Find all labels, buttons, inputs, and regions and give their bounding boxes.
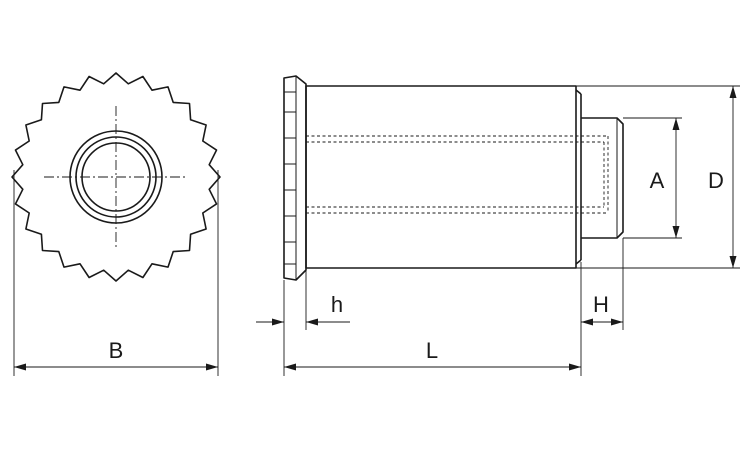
arrowhead	[729, 86, 737, 98]
arrowhead	[569, 363, 581, 371]
side-view	[283, 75, 624, 281]
dimension-l: L	[283, 262, 582, 376]
arrowhead	[272, 318, 284, 326]
end-view	[11, 72, 221, 282]
label-a: A	[650, 168, 665, 193]
arrowhead	[672, 226, 680, 238]
dimension-d: D	[576, 85, 740, 269]
body-chamfer-bottom	[575, 259, 582, 265]
label-hh: H	[593, 292, 609, 317]
flange-knurl-lines	[284, 91, 296, 265]
dimension-a: A	[623, 117, 682, 239]
arrowhead	[284, 363, 296, 371]
label-h: h	[331, 292, 343, 317]
dimension-h-large: H	[581, 238, 624, 330]
arrowhead	[14, 363, 26, 371]
dimension-h-small: h	[256, 270, 350, 330]
arrowhead	[306, 318, 318, 326]
knurled-flange-outline	[11, 72, 221, 282]
arrowhead	[206, 363, 218, 371]
label-l: L	[426, 338, 438, 363]
body-chamfer-top	[575, 89, 582, 95]
label-d: D	[708, 168, 724, 193]
body-outline	[305, 85, 577, 269]
label-b: B	[109, 338, 124, 363]
flange-profile	[283, 75, 307, 281]
arrowhead	[672, 118, 680, 130]
dimension-b: B	[13, 170, 219, 376]
arrowhead	[581, 318, 593, 326]
arrowhead	[611, 318, 623, 326]
arrowhead	[729, 256, 737, 268]
spigot-outline	[581, 117, 624, 239]
